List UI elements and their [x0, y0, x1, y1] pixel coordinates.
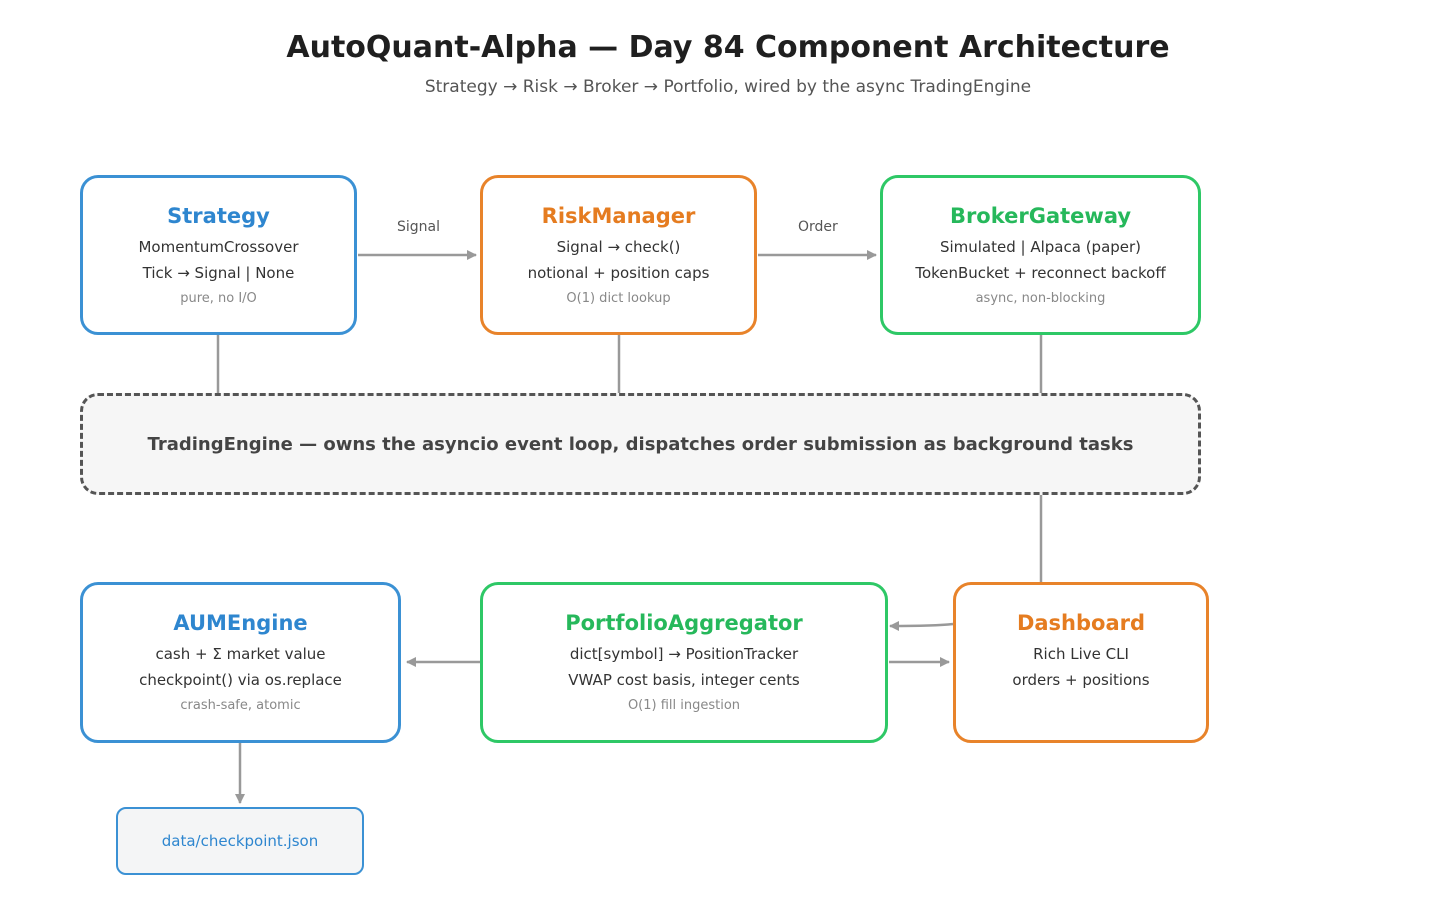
diagram-title: AutoQuant-Alpha — Day 84 Component Archi…	[286, 30, 1170, 65]
node-dashboard[interactable]: Dashboard Rich Live CLI orders + positio…	[953, 582, 1209, 743]
node-dashboard-line2: orders + positions	[1012, 671, 1150, 689]
node-strategy-line2: Tick → Signal | None	[142, 264, 295, 282]
node-portfolio-aggregator-line1: dict[symbol] → PositionTracker	[569, 645, 799, 663]
node-aum-engine-line2: checkpoint() via os.replace	[139, 671, 342, 689]
node-strategy-name: Strategy	[167, 204, 270, 228]
node-aum-engine[interactable]: AUMEngine cash + Σ market value checkpoi…	[80, 582, 401, 743]
node-aum-engine-note: crash-safe, atomic	[180, 698, 301, 713]
node-strategy-line1: MomentumCrossover	[138, 238, 299, 256]
node-strategy[interactable]: Strategy MomentumCrossover Tick → Signal…	[80, 175, 357, 335]
node-dashboard-line1: Rich Live CLI	[1033, 645, 1129, 663]
node-dashboard-name: Dashboard	[1016, 611, 1146, 635]
node-broker-gateway[interactable]: BrokerGateway Simulated | Alpaca (paper)…	[880, 175, 1201, 335]
node-broker-gateway-line2: TokenBucket + reconnect backoff	[915, 264, 1166, 282]
node-aum-engine-name: AUMEngine	[173, 611, 308, 635]
node-risk-manager-name: RiskManager	[541, 204, 696, 228]
node-trading-engine-label: TradingEngine — owns the asyncio event l…	[147, 433, 1134, 455]
edge-label-order: Order	[798, 219, 838, 235]
node-trading-engine[interactable]: TradingEngine — owns the asyncio event l…	[80, 393, 1201, 495]
node-broker-gateway-note: async, non-blocking	[975, 291, 1106, 306]
node-portfolio-aggregator-note: O(1) fill ingestion	[627, 698, 741, 713]
node-portfolio-aggregator-line2: VWAP cost basis, integer cents	[568, 671, 800, 689]
node-broker-gateway-name: BrokerGateway	[949, 204, 1132, 228]
node-broker-gateway-line1: Simulated | Alpaca (paper)	[939, 238, 1142, 256]
node-strategy-note: pure, no I/O	[180, 291, 257, 306]
node-risk-manager-note: O(1) dict lookup	[566, 291, 671, 306]
diagram-subtitle: Strategy → Risk → Broker → Portfolio, wi…	[424, 77, 1032, 97]
edge-label-signal: Signal	[397, 219, 441, 235]
node-risk-manager-line1: Signal → check()	[556, 238, 681, 256]
node-checkpoint-file[interactable]: data/checkpoint.json	[116, 807, 364, 875]
node-aum-engine-line1: cash + Σ market value	[155, 645, 326, 663]
node-risk-manager[interactable]: RiskManager Signal → check() notional + …	[480, 175, 757, 335]
edge-dashboard-to-portfolio	[889, 620, 954, 631]
node-checkpoint-file-label: data/checkpoint.json	[161, 832, 319, 850]
node-portfolio-aggregator-name: PortfolioAggregator	[565, 611, 803, 635]
node-portfolio-aggregator[interactable]: PortfolioAggregator dict[symbol] → Posit…	[480, 582, 888, 743]
node-risk-manager-line2: notional + position caps	[527, 264, 710, 282]
